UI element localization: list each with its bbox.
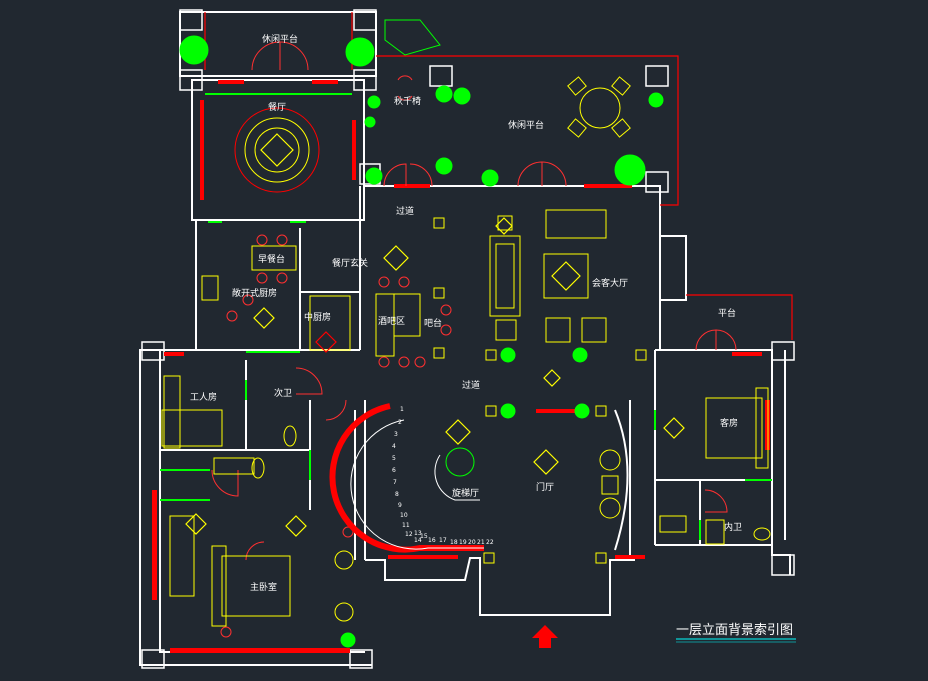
stair-step-17: 17 (439, 537, 447, 544)
stair-step-16: 16 (428, 537, 436, 544)
label-swing: 秋千椅 (394, 95, 421, 107)
stair-step-15: 15 (420, 533, 428, 540)
label-bar: 吧台 (424, 317, 442, 329)
label-platform: 平台 (718, 307, 736, 319)
stair-step-5: 5 (392, 455, 396, 462)
label-living: 会客大厅 (592, 277, 628, 289)
label-chinese-kitchen: 中厨房 (304, 311, 331, 323)
stair-step-4: 4 (392, 443, 396, 450)
stair-step-9: 9 (398, 502, 402, 509)
stair-step-7: 7 (393, 479, 397, 486)
stair-step-22: 22 (486, 539, 494, 546)
stair-step-2: 2 (398, 419, 402, 426)
chairs (220, 75, 452, 638)
doors (211, 41, 737, 561)
label-second-bath: 次卫 (274, 387, 292, 399)
terrace-outlines (204, 12, 793, 340)
drawing-title: 一层立面背景索引图 (676, 623, 793, 638)
stair-step-12: 12 (405, 531, 413, 538)
furniture (161, 76, 771, 627)
stair-step-11: 11 (402, 522, 410, 529)
stair-step-3: 3 (394, 431, 398, 438)
stair-step-6: 6 (392, 467, 396, 474)
entrance-arrow (532, 625, 558, 648)
label-terrace-right: 休闲平台 (508, 119, 544, 131)
windows (152, 80, 770, 653)
label-master-bedroom: 主卧室 (250, 581, 277, 593)
stair-step-14: 14 (414, 537, 422, 544)
plants (179, 19, 664, 648)
curved-wall (614, 409, 629, 551)
stair-step-13: 13 (414, 530, 422, 537)
label-terrace-top: 休闲平台 (262, 33, 298, 45)
label-corridor-mid: 过道 (462, 379, 480, 391)
label-dining: 餐厅 (268, 101, 286, 113)
stair-step-19: 19 (459, 539, 467, 546)
label-open-kitchen: 敞开式厨房 (232, 287, 277, 299)
stair-step-20: 20 (468, 539, 476, 546)
label-servant-room: 工人房 (190, 391, 217, 403)
thresholds (160, 93, 772, 540)
columns (141, 9, 795, 669)
label-stair-hall: 旋梯厅 (452, 487, 479, 499)
stair-step-1: 1 (400, 406, 404, 413)
index-markers (185, 133, 685, 537)
stair-step-18: 18 (450, 539, 458, 546)
stair-numbers: 1 2 3 4 5 6 7 8 9 10 11 12 13 14 15 16 1… (392, 406, 494, 546)
stair-step-8: 8 (395, 491, 399, 498)
label-corridor-top: 过道 (396, 205, 414, 217)
label-guest-room: 客房 (720, 417, 738, 429)
stair-step-21: 21 (477, 539, 485, 546)
label-wine-area: 酒吧区 (378, 316, 405, 327)
label-dining-foyer: 餐厅玄关 (332, 257, 368, 269)
label-breakfast: 早餐台 (258, 253, 285, 265)
spiral-staircase (329, 403, 484, 553)
label-en-suite: 内卫 (724, 521, 742, 533)
label-entrance-hall: 门厅 (536, 481, 554, 493)
room-labels: 休闲平台 休闲平台 秋千椅 餐厅 过道 早餐台 餐厅玄关 敞开式厨房 中厨房 酒… (190, 33, 742, 593)
walls (139, 11, 791, 666)
stair-step-10: 10 (400, 512, 408, 519)
